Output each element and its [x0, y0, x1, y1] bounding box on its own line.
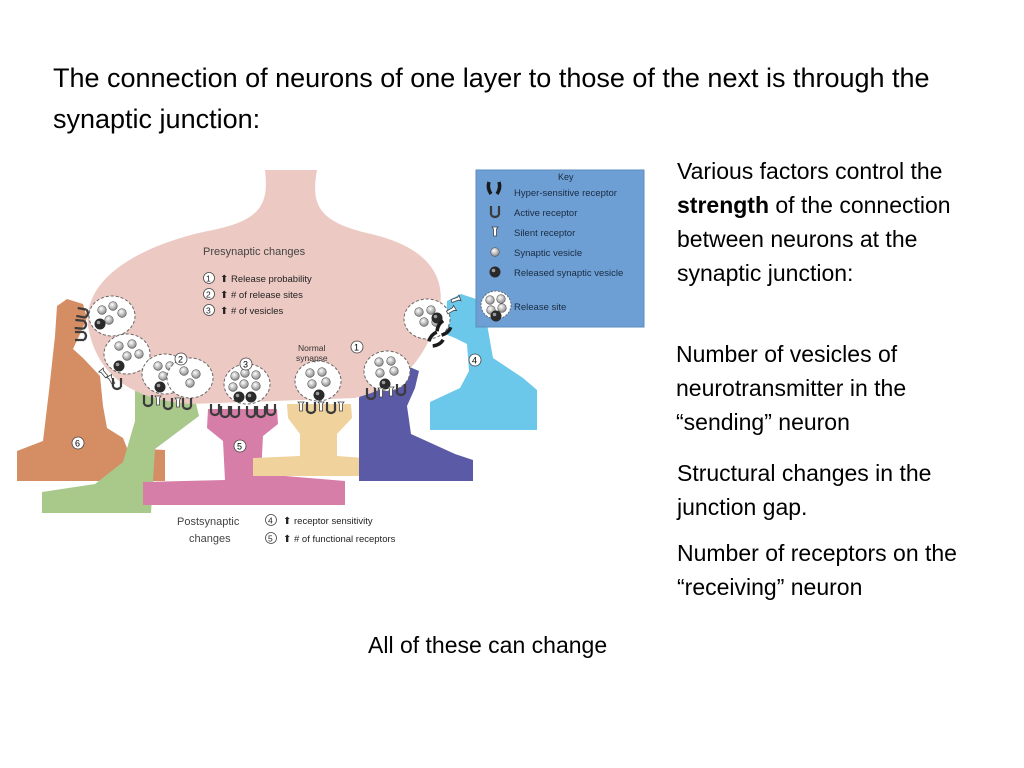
factors-intro-bold: strength [677, 192, 769, 218]
marker-6: 6 [71, 436, 85, 450]
release-site-icon [480, 290, 512, 322]
key-box: Key Hyper-sensitive receptor Active rece… [475, 169, 645, 328]
svg-text:5: 5 [237, 442, 242, 452]
post-item-5-arrow: ⬆ [283, 534, 291, 545]
postsynaptic-neuron-cyan [430, 294, 537, 430]
key-item-vesicle: Synaptic vesicle [514, 248, 582, 259]
pre-item-2-num: 2 [206, 290, 211, 300]
factor-vesicles: Number of vesicles of neurotransmitter i… [676, 337, 976, 439]
factors-intro-post: of the connection between neurons at the… [677, 192, 951, 286]
key-title: Key [558, 172, 574, 182]
post-title-line1: Postsynaptic [177, 516, 240, 528]
key-item-released: Released synaptic vesicle [514, 268, 623, 279]
post-item-4-num: 4 [268, 516, 273, 526]
normal-label-line1: Normal [298, 343, 326, 353]
post-title-line2: changes [189, 533, 231, 545]
postsynaptic-neuron-tan [253, 404, 393, 476]
svg-text:1: 1 [354, 343, 359, 353]
key-item-site: Release site [514, 302, 566, 313]
post-item-5-num: 5 [268, 534, 273, 544]
released-vesicle-icon [489, 266, 501, 278]
factor-receptors: Number of receptors on the “receiving” n… [677, 536, 977, 604]
key-item-active: Active receptor [514, 208, 577, 219]
slide-title: The connection of neurons of one layer t… [53, 63, 930, 134]
postsynaptic-list: 4 ⬆ receptor sensitivity 5 ⬆ # of functi… [265, 514, 396, 545]
key-item-hyper: Hyper-sensitive receptor [514, 188, 617, 199]
presynaptic-list: 1 ⬆ Release probability 2 ⬆ # of release… [203, 272, 312, 317]
release-site-normal [294, 360, 342, 402]
release-site-6 [88, 295, 136, 337]
marker-3: 3 [239, 357, 253, 371]
key-item-silent: Silent receptor [514, 228, 575, 239]
pre-item-1-text: Release probability [231, 274, 312, 285]
factor-structural-text: Structural changes in the junction gap. [677, 460, 932, 520]
post-item-5-text: # of functional receptors [294, 534, 396, 545]
pre-item-2-arrow: ⬆ [220, 290, 228, 301]
post-item-4-arrow: ⬆ [283, 516, 291, 527]
presynaptic-title: Presynaptic changes [203, 246, 306, 258]
pre-item-3-arrow: ⬆ [220, 306, 228, 317]
factor-structural: Structural changes in the junction gap. [677, 456, 977, 524]
marker-5: 5 [233, 439, 247, 453]
factors-intro: Various factors control the strength of … [677, 154, 977, 290]
release-site-1 [363, 350, 411, 392]
pre-item-1-arrow: ⬆ [220, 274, 228, 285]
synaptic-vesicle-icon [490, 247, 500, 257]
marker-1: 1 [350, 340, 364, 354]
factor-vesicles-text: Number of vesicles of neurotransmitter i… [676, 341, 907, 435]
slide-caption: All of these can change [368, 632, 608, 658]
svg-text:3: 3 [243, 360, 248, 370]
synapse-diagram: Presynaptic changes 1 ⬆ Release probabil… [15, 166, 645, 556]
svg-text:4: 4 [472, 356, 477, 366]
svg-text:2: 2 [178, 355, 183, 365]
svg-text:6: 6 [75, 439, 80, 449]
post-item-4-text: receptor sensitivity [294, 516, 373, 527]
pre-item-3-text: # of vesicles [231, 306, 284, 317]
marker-4: 4 [468, 353, 482, 367]
factors-intro-pre: Various factors control the [677, 158, 943, 184]
release-site-2b [166, 357, 214, 399]
postsynaptic-neuron-green [42, 391, 199, 513]
pre-item-3-num: 3 [206, 306, 211, 316]
postsynaptic-neuron-6 [17, 299, 165, 481]
pre-item-1-num: 1 [206, 274, 211, 284]
factor-receptors-text: Number of receptors on the “receiving” n… [677, 540, 957, 600]
postsynaptic-neuron-purple [359, 365, 473, 481]
pre-item-2-text: # of release sites [231, 290, 303, 301]
normal-label-line2: synapse [296, 353, 328, 363]
marker-2: 2 [174, 352, 188, 366]
postsynaptic-neuron-pink [143, 409, 345, 505]
